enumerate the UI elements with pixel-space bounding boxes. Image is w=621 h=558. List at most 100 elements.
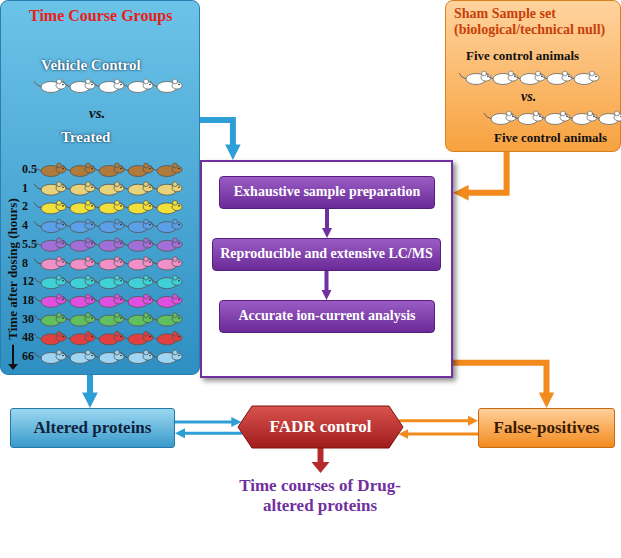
time-label: 1 xyxy=(22,182,28,196)
mouse-icon xyxy=(592,111,621,124)
box-label: Accurate ion-current analysis xyxy=(238,308,415,324)
mouse-icon xyxy=(121,313,153,326)
mouse-icon xyxy=(121,201,153,214)
mouse-icon xyxy=(63,275,95,288)
time-label: 2 xyxy=(22,200,28,214)
process-box: Reproducible and extensive LC/MS xyxy=(212,238,441,271)
time-label: 8 xyxy=(22,257,28,271)
mouse-icon xyxy=(92,79,124,92)
mouse-icon xyxy=(92,294,124,307)
mouse-icon xyxy=(92,219,124,232)
control-hexagon: FADR control xyxy=(238,406,403,448)
axis-arrowhead xyxy=(8,364,18,370)
box-label: False-positives xyxy=(494,418,600,438)
mouse-icon xyxy=(92,201,124,214)
mouse-icon xyxy=(34,182,66,195)
mouse-icon xyxy=(63,294,95,307)
result-box: False-positives xyxy=(478,408,615,448)
mouse-icon xyxy=(121,163,153,176)
result-box: Altered proteins xyxy=(10,408,175,448)
group-label: Five control animals xyxy=(466,49,579,64)
mouse-icon xyxy=(63,182,95,195)
mouse-icon xyxy=(150,238,182,251)
mouse-icon xyxy=(150,331,182,344)
mouse-icon xyxy=(92,275,124,288)
box-label: FADR control xyxy=(270,417,372,437)
mouse-icon xyxy=(92,350,124,363)
time-label: 48 xyxy=(22,331,34,345)
panel-title: Sham Sample set (biological/technical nu… xyxy=(454,6,619,38)
flow-arrow xyxy=(175,421,236,424)
mouse-icon xyxy=(34,257,66,270)
mouse-icon xyxy=(121,294,153,307)
flow-arrow xyxy=(461,152,507,193)
time-label: 30 xyxy=(22,313,34,327)
mouse-icon xyxy=(34,79,66,92)
mouse-icon xyxy=(34,238,66,251)
group-panel: Sham Sample set (biological/technical nu… xyxy=(445,0,621,152)
process-box: Exhaustive sample preparation xyxy=(219,176,435,209)
mouse-icon xyxy=(121,257,153,270)
mouse-icon xyxy=(63,238,95,251)
mouse-icon xyxy=(567,71,599,84)
mouse-icon xyxy=(121,238,153,251)
vs-label: vs. xyxy=(521,89,536,105)
mouse-icon xyxy=(63,350,95,363)
mouse-icon xyxy=(121,350,153,363)
flow-arrow xyxy=(180,432,242,435)
mouse-icon xyxy=(63,331,95,344)
mouse-icon xyxy=(121,182,153,195)
flow-arrow xyxy=(403,433,478,436)
panel-title: Time Course Groups xyxy=(29,7,172,25)
process-box: Accurate ion-current analysis xyxy=(219,300,435,333)
mouse-icon xyxy=(150,163,182,176)
mouse-icon xyxy=(150,275,182,288)
mouse-icon xyxy=(63,313,95,326)
mouse-icon xyxy=(121,331,153,344)
flow-arrow xyxy=(325,209,329,233)
time-label: 0.5 xyxy=(22,163,37,177)
mouse-icon xyxy=(63,257,95,270)
mouse-icon xyxy=(63,163,95,176)
mouse-icon xyxy=(150,201,182,214)
group-label: Vehicle Control xyxy=(41,57,141,74)
mouse-icon xyxy=(34,331,66,344)
time-label: 12 xyxy=(22,275,34,289)
mouse-icon xyxy=(34,201,66,214)
group-panel: Time Course GroupsVehicle Controlvs.Trea… xyxy=(0,0,200,375)
result-arrowhead xyxy=(312,462,330,473)
mouse-icon xyxy=(121,219,153,232)
mouse-icon xyxy=(92,163,124,176)
mouse-icon xyxy=(121,79,153,92)
process-container: Exhaustive sample preparationReproducibl… xyxy=(200,160,453,378)
axis-title: Time after dosing (hours) xyxy=(6,198,21,339)
mouse-icon xyxy=(34,350,66,363)
box-label: Reproducible and extensive LC/MS xyxy=(220,246,432,262)
mouse-icon xyxy=(150,79,182,92)
mouse-icon xyxy=(92,182,124,195)
mouse-icon xyxy=(150,294,182,307)
mouse-icon xyxy=(92,313,124,326)
mouse-icon xyxy=(150,219,182,232)
mouse-icon xyxy=(150,257,182,270)
time-label: 66 xyxy=(22,350,34,364)
mouse-icon xyxy=(150,182,182,195)
flow-arrow xyxy=(453,363,547,400)
flow-arrow xyxy=(325,271,329,295)
mouse-icon xyxy=(34,163,66,176)
time-label: 18 xyxy=(22,294,34,308)
box-label: Altered proteins xyxy=(34,418,152,438)
group-label: Five control animals xyxy=(494,131,607,146)
mouse-icon xyxy=(92,238,124,251)
mouse-icon xyxy=(63,201,95,214)
mouse-icon xyxy=(34,294,66,307)
mouse-icon xyxy=(63,219,95,232)
axis-arrow xyxy=(12,345,14,365)
mouse-icon xyxy=(150,350,182,363)
mouse-icon xyxy=(150,313,182,326)
flow-arrow xyxy=(399,419,473,422)
mouse-icon xyxy=(92,331,124,344)
time-label: 5.5 xyxy=(22,238,37,252)
box-label: Exhaustive sample preparation xyxy=(234,184,420,200)
result-caption: Time courses of Drug-altered proteins xyxy=(215,476,425,517)
